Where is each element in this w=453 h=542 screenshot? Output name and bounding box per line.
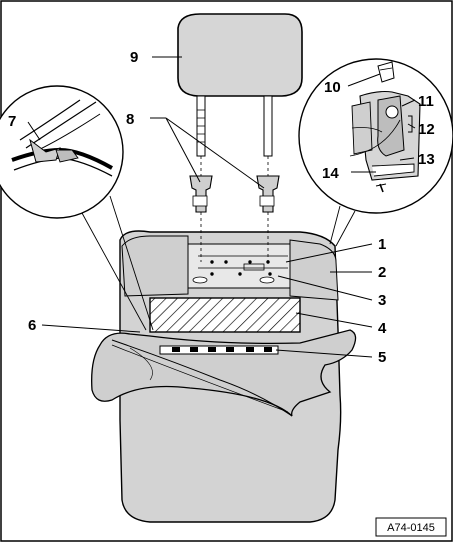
callout-12: 12 bbox=[418, 121, 435, 138]
callout-4: 4 bbox=[378, 320, 387, 337]
callout-9: 9 bbox=[130, 49, 138, 66]
assembly-guide-lines bbox=[200, 156, 269, 262]
headrest-rods bbox=[196, 95, 273, 157]
figure-reference-label: A74-0145 bbox=[387, 522, 435, 534]
retaining-strip bbox=[159, 345, 279, 355]
callout-1: 1 bbox=[378, 236, 386, 253]
callout-14: 14 bbox=[322, 165, 339, 182]
leader-lines bbox=[27, 56, 416, 358]
callout-13: 13 bbox=[418, 151, 435, 168]
callout-11: 11 bbox=[418, 93, 434, 110]
foam-padding bbox=[149, 297, 301, 333]
headrest bbox=[177, 13, 303, 97]
headrest-guide-right bbox=[256, 175, 280, 213]
callout-5: 5 bbox=[378, 349, 386, 366]
detail-magnifier-left bbox=[0, 85, 154, 331]
headrest-guide-left bbox=[189, 175, 213, 213]
backrest-frame bbox=[121, 235, 339, 301]
callout-7: 7 bbox=[8, 113, 16, 130]
detail-magnifier-right bbox=[298, 58, 453, 247]
backrest-cover bbox=[91, 329, 357, 417]
callout-8: 8 bbox=[126, 111, 134, 128]
callout-2: 2 bbox=[378, 264, 386, 281]
callout-10: 10 bbox=[324, 79, 341, 96]
callout-3: 3 bbox=[378, 292, 386, 309]
figure-reference: A74-0145 bbox=[375, 517, 447, 537]
callout-6: 6 bbox=[28, 317, 36, 334]
